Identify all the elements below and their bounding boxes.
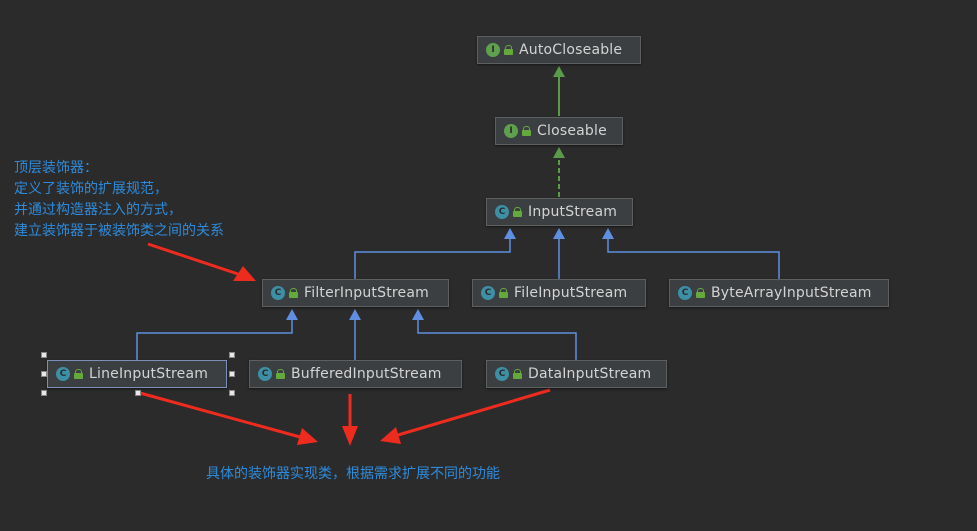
edge-fileinputstream-inputstream (553, 228, 565, 279)
interface-icon: I (486, 43, 500, 57)
selection-handle[interactable] (41, 371, 47, 377)
class-icon: C (495, 205, 509, 219)
node-label: AutoCloseable (519, 42, 623, 58)
annotation-arrow-middle (342, 394, 358, 446)
class-icon: C (481, 286, 495, 300)
class-icon: C (258, 367, 272, 381)
node-bytearrayinputstream[interactable]: C ByteArrayInputStream (669, 279, 889, 307)
public-lock-icon (499, 288, 508, 298)
selection-handle[interactable] (229, 390, 235, 396)
node-label: LineInputStream (89, 366, 209, 382)
selection-handle[interactable] (41, 352, 47, 358)
annotation-line: 顶层装饰器： (14, 160, 98, 176)
edge-lineinputstream-filterinputstream (136, 309, 298, 360)
public-lock-icon (276, 369, 285, 379)
selection-handle[interactable] (229, 371, 235, 377)
edge-bytearrayinputstream-inputstream (602, 228, 780, 279)
interface-icon: I (504, 124, 518, 138)
annotation-line: 并通过构造器注入的方式， (14, 202, 182, 218)
node-label: InputStream (528, 204, 618, 220)
node-datainputstream[interactable]: C DataInputStream (486, 360, 667, 388)
public-lock-icon (513, 207, 522, 217)
annotation-arrow-top (147, 242, 256, 281)
edge-closeable-autocloseable (553, 66, 565, 116)
node-label: ByteArrayInputStream (711, 285, 872, 301)
edge-bufferedinputstream-filterinputstream (349, 309, 361, 360)
node-fileinputstream[interactable]: C FileInputStream (472, 279, 646, 307)
node-lineinputstream[interactable]: C LineInputStream (47, 360, 227, 388)
edge-inputstream-closeable (553, 147, 565, 197)
node-label: FilterInputStream (304, 285, 429, 301)
public-lock-icon (289, 288, 298, 298)
selection-handle[interactable] (41, 390, 47, 396)
edge-datainputstream-filterinputstream (412, 309, 577, 360)
public-lock-icon (522, 126, 531, 136)
annotation-arrow-left (139, 391, 318, 445)
annotation-line: 建立装饰器于被装饰类之间的关系 (14, 223, 224, 239)
annotation-top-decorator: 顶层装饰器： 定义了装饰的扩展规范， 并通过构造器注入的方式， 建立装饰器于被装… (14, 158, 224, 242)
public-lock-icon (74, 369, 83, 379)
class-icon: C (56, 367, 70, 381)
class-icon: C (678, 286, 692, 300)
class-icon: C (495, 367, 509, 381)
arrowhead-inputstream-left (504, 228, 516, 239)
node-label: BufferedInputStream (291, 366, 442, 382)
public-lock-icon (513, 369, 522, 379)
node-label: Closeable (537, 123, 607, 139)
node-bufferedinputstream[interactable]: C BufferedInputStream (249, 360, 462, 388)
node-closeable[interactable]: I Closeable (495, 117, 623, 145)
edge-filterinputstream-inputstream (354, 238, 511, 279)
node-inputstream[interactable]: C InputStream (486, 198, 633, 226)
node-autocloseable[interactable]: I AutoCloseable (477, 36, 641, 64)
annotation-line: 定义了装饰的扩展规范， (14, 181, 168, 197)
selection-handle[interactable] (229, 352, 235, 358)
public-lock-icon (504, 45, 513, 55)
node-label: FileInputStream (514, 285, 628, 301)
public-lock-icon (696, 288, 705, 298)
annotation-concrete-decorators: 具体的装饰器实现类，根据需求扩展不同的功能 (206, 466, 500, 482)
annotation-arrow-right (380, 388, 551, 444)
selection-handle[interactable] (135, 390, 141, 396)
node-label: DataInputStream (528, 366, 652, 382)
node-filterinputstream[interactable]: C FilterInputStream (262, 279, 449, 307)
class-icon: C (271, 286, 285, 300)
